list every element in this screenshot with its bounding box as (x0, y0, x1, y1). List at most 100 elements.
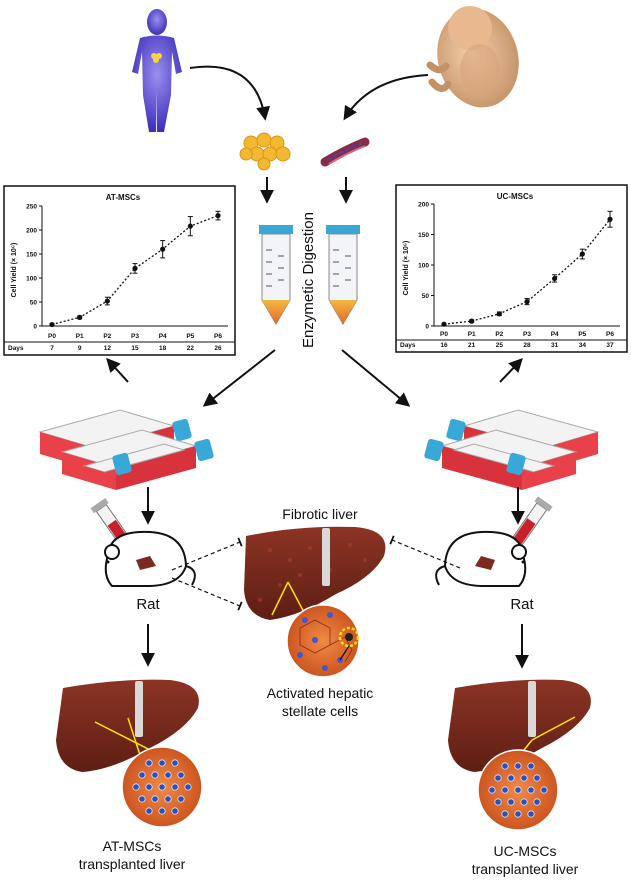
category-label: P3 (131, 333, 139, 340)
cell-nucleus (164, 771, 172, 779)
cell-nucleus (145, 807, 153, 815)
fibrotic-liver-label: Fibrotic liver (282, 506, 358, 522)
day-label: 12 (104, 345, 112, 352)
category-label: P1 (468, 331, 476, 338)
at-chart-frame (3, 185, 236, 356)
y-tick-label: 0 (425, 324, 429, 331)
umbilical-cord-icon (320, 137, 370, 167)
rat-left-label: Rat (136, 596, 160, 613)
cell-nucleus (132, 783, 140, 791)
cell-nucleus (158, 783, 166, 791)
cell-nucleus (501, 786, 509, 794)
cell-nucleus (171, 783, 179, 791)
cell-nucleus (494, 798, 502, 806)
arrow-to-right-flasks (341, 349, 411, 407)
cell-nucleus (507, 798, 515, 806)
cell-nucleus (540, 786, 548, 794)
data-point (552, 275, 558, 282)
uc-transplanted-label-line1: UC-MSCs (494, 843, 557, 859)
fat-cells-icon (239, 132, 291, 171)
at-transplanted-label-line2: transplanted liver (79, 856, 186, 872)
inhibit-line-right (389, 535, 461, 569)
activated-cells-label-line1: Activated hepatic (267, 685, 374, 701)
inhibit-line-left-lower (171, 577, 243, 611)
y-tick-label: 200 (26, 228, 37, 235)
fibrotic-liver-icon (244, 526, 386, 620)
uc-chart-ylabel: Cell Yield (× 10⁶) (403, 241, 410, 296)
data-point (524, 299, 530, 305)
enzymatic-digestion-label: Enzymetic Digestion (300, 212, 317, 348)
cell-nucleus (171, 759, 179, 767)
cell-nucleus (177, 771, 185, 779)
cell-nucleus (520, 798, 528, 806)
cell-nucleus (533, 774, 541, 782)
category-label: P6 (214, 333, 222, 340)
y-tick-label: 150 (418, 232, 429, 239)
data-point (579, 251, 585, 257)
day-label: 22 (187, 345, 195, 352)
cell-nucleus (151, 795, 159, 803)
cell-nucleus (171, 807, 179, 815)
culture-flasks-left-icon (38, 409, 214, 490)
cell-nucleus (520, 774, 528, 782)
cell-nucleus (164, 795, 172, 803)
rat-left-icon (104, 530, 196, 587)
category-label: P4 (159, 333, 167, 340)
cell-nucleus (184, 783, 192, 791)
category-label: P2 (103, 333, 111, 340)
cell-nucleus (527, 786, 535, 794)
activated-cells-label-line2: stellate cells (282, 703, 358, 719)
category-label: P5 (578, 331, 586, 338)
arrow-to-left-flasks (202, 349, 276, 407)
day-label: 16 (440, 342, 448, 349)
cell-nucleus (514, 810, 522, 818)
day-label: 31 (551, 342, 559, 349)
at-mscs-chart: AT-MSCs Cell Yield (× 10⁶) 0501001502002… (3, 185, 236, 356)
data-point (49, 321, 55, 328)
culture-flasks-right-icon (424, 409, 600, 490)
cell-nucleus (138, 795, 146, 803)
arrow-fetus-to-cord (343, 74, 429, 121)
data-point (132, 265, 138, 271)
uc-transplanted-liver-icon (448, 679, 591, 831)
day-label: 25 (496, 342, 504, 349)
category-label: P2 (495, 331, 503, 338)
cell-nucleus (527, 762, 535, 770)
arrow-human-to-fat (189, 65, 271, 121)
category-label: P0 (48, 333, 56, 340)
fetus-icon (426, 6, 519, 108)
y-tick-label: 100 (26, 276, 37, 283)
cell-nucleus (494, 774, 502, 782)
days-label: Days (400, 342, 416, 349)
cell-nucleus (145, 783, 153, 791)
category-label: P0 (440, 331, 448, 338)
uc-chart-frame (395, 184, 628, 353)
cell-nucleus (501, 762, 509, 770)
cell-nucleus (177, 795, 185, 803)
y-tick-label: 50 (30, 300, 38, 307)
y-tick-label: 0 (33, 324, 37, 331)
cell-nucleus (501, 810, 509, 818)
category-label: P6 (606, 331, 614, 338)
day-label: 34 (579, 342, 587, 349)
cell-nucleus (158, 759, 166, 767)
data-point (607, 216, 613, 222)
category-label: P4 (551, 331, 559, 338)
rat-right-label: Rat (510, 596, 534, 613)
arrow-flasks-to-at-chart (106, 357, 129, 383)
cell-nucleus (488, 786, 496, 794)
data-point (77, 314, 83, 320)
data-point (160, 246, 166, 252)
at-chart-ylabel: Cell Yield (× 10⁶) (11, 243, 18, 298)
arrow-flasks-to-uc-chart (499, 357, 523, 383)
day-label: 21 (468, 342, 476, 349)
cell-nucleus (158, 807, 166, 815)
y-tick-label: 200 (418, 202, 429, 209)
day-label: 26 (214, 345, 222, 352)
day-label: 15 (131, 345, 139, 352)
data-point (496, 311, 502, 317)
uc-mscs-chart: UC-MSCs Cell Yield (× 10⁶) 050100150200D… (395, 184, 628, 353)
days-label: Days (8, 345, 24, 352)
at-transplanted-label-line1: AT-MSCs (103, 838, 162, 854)
